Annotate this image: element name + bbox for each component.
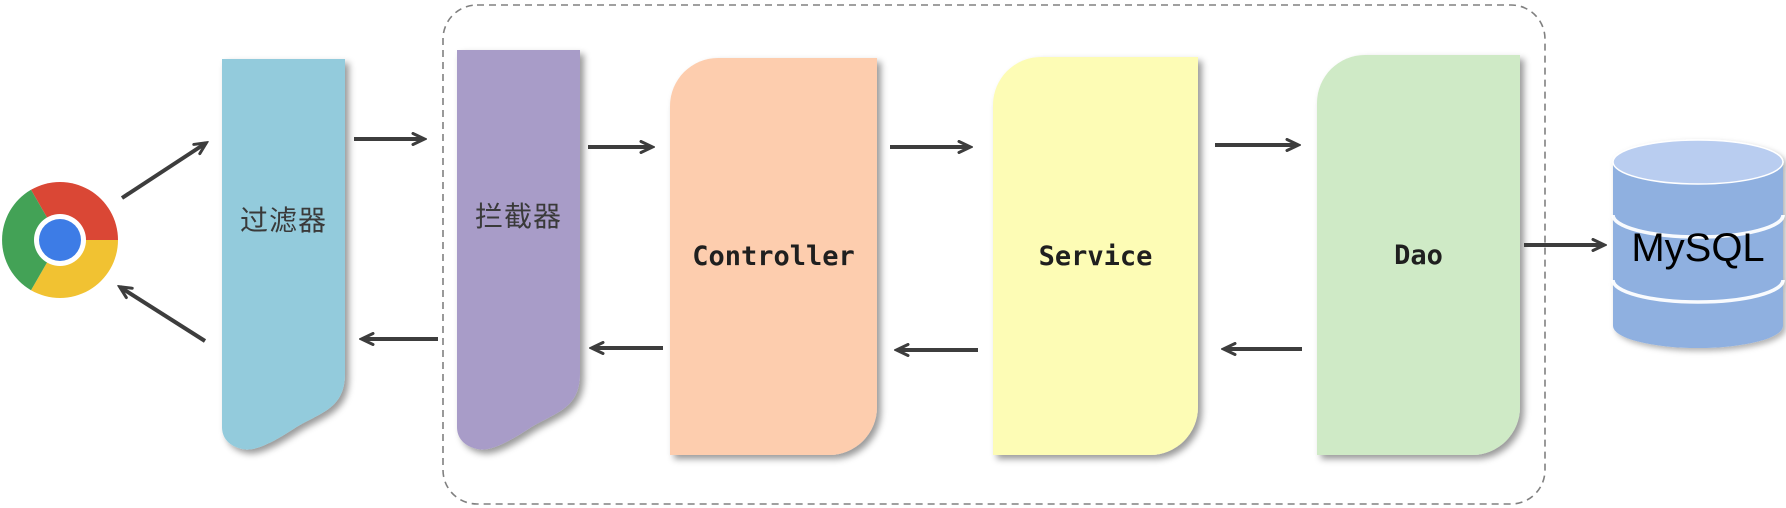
controller-shape [670,58,877,455]
arrows-layer [120,139,1604,350]
service-shape [993,57,1198,455]
chrome-browser-icon [2,182,118,298]
dao-shape [1317,55,1520,455]
mysql-cylinder-divider-2 [1611,279,1785,304]
arrow-filter-to-browser-return [120,287,207,343]
mysql-cylinder-top [1612,139,1784,185]
filter-shape [222,59,345,450]
chrome-green-segment [2,189,60,291]
mysql-cylinder-body [1613,162,1783,348]
mysql-cylinder-divider-1 [1611,214,1785,239]
application-boundary-dashed-box [442,4,1546,505]
interceptor-shape [457,50,580,450]
chrome-blue-center [39,219,81,261]
mysql-database-icon [1611,139,1785,348]
arrow-browser-to-filter [120,143,206,200]
